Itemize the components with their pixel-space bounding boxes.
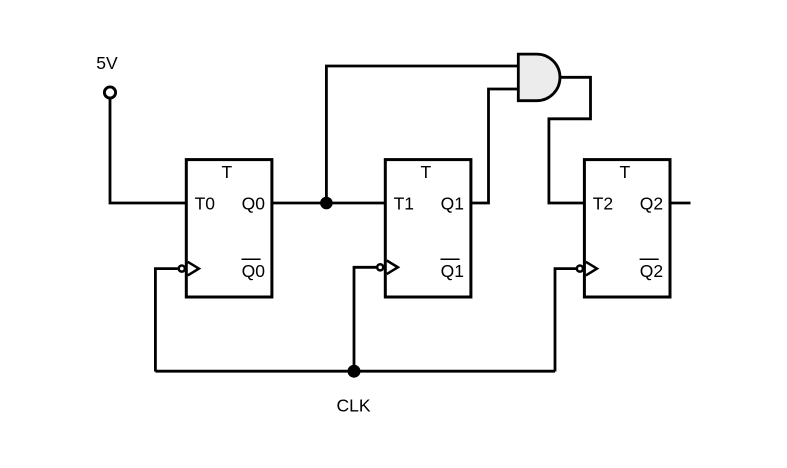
- svg-text:T2: T2: [593, 194, 613, 214]
- svg-text:Q1: Q1: [441, 194, 464, 214]
- svg-text:Q0: Q0: [242, 261, 266, 281]
- svg-text:Q0: Q0: [242, 194, 266, 214]
- svg-text:Q1: Q1: [441, 261, 464, 281]
- svg-text:T: T: [221, 162, 232, 182]
- svg-text:Q2: Q2: [640, 194, 663, 214]
- svg-text:T: T: [420, 162, 431, 182]
- svg-text:T1: T1: [394, 194, 414, 214]
- svg-text:T0: T0: [195, 194, 216, 214]
- svg-text:CLK: CLK: [336, 396, 370, 416]
- svg-text:Q2: Q2: [640, 261, 663, 281]
- svg-text:T: T: [620, 162, 631, 182]
- svg-text:5V: 5V: [96, 53, 118, 73]
